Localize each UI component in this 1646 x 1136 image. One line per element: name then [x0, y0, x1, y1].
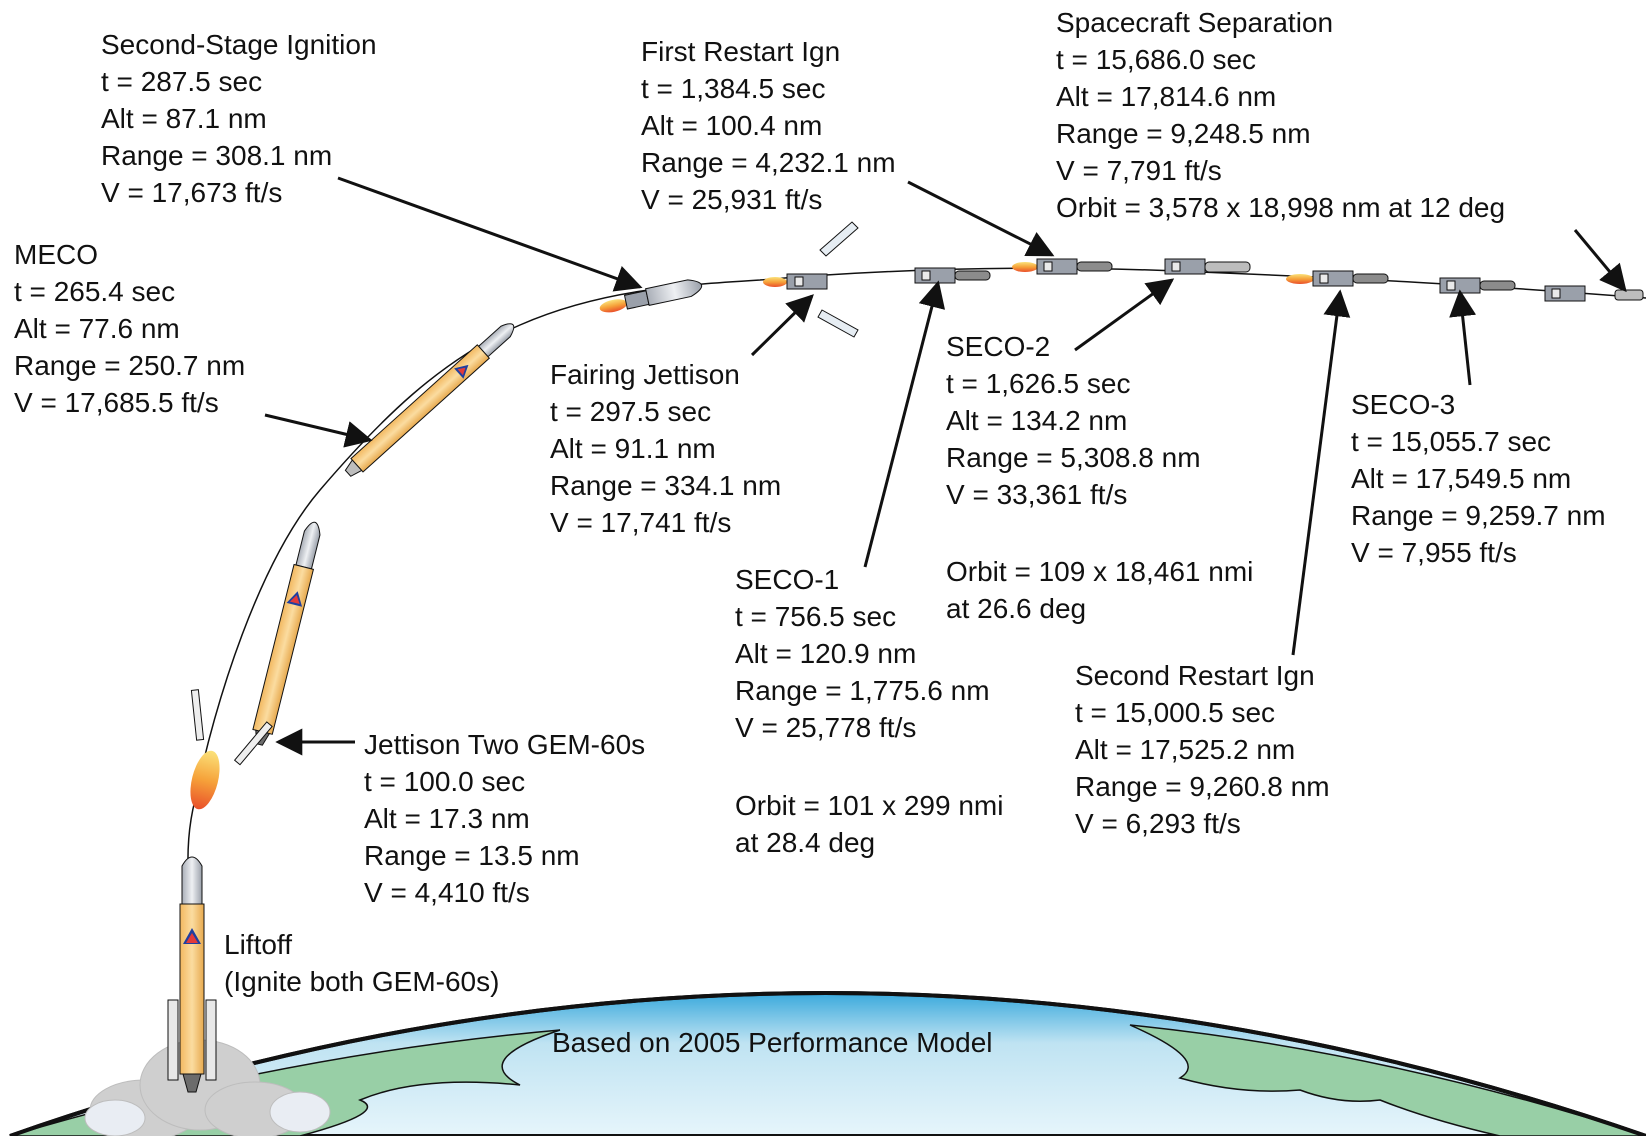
- event-velocity: V = 7,791 ft/s: [1056, 155, 1222, 186]
- event-range: Range = 4,232.1 nm: [641, 147, 896, 178]
- event-title: Spacecraft Separation: [1056, 7, 1334, 38]
- event-title: Jettison Two GEM-60s: [364, 729, 646, 760]
- arrow-first-restart: [907, 180, 1055, 257]
- event-second-stage-ignition: Second-Stage Ignition t = 287.5 sec Alt …: [101, 26, 377, 211]
- event-velocity: V = 7,955 ft/s: [1351, 537, 1517, 568]
- event-seco-1: SECO-1 t = 756.5 sec Alt = 120.9 nm Rang…: [735, 561, 990, 746]
- event-velocity: V = 17,741 ft/s: [550, 507, 732, 538]
- event-spacecraft-separation: Spacecraft Separation t = 15,686.0 sec A…: [1056, 4, 1505, 226]
- vehicle-second-stage: [599, 279, 703, 313]
- event-subtitle: (Ignite both GEM-60s): [224, 966, 500, 997]
- event-range: Range = 250.7 nm: [14, 350, 246, 381]
- event-range: Range = 13.5 nm: [364, 840, 580, 871]
- vehicle-seco-2: [1164, 258, 1251, 275]
- orbit-line: Orbit = 109 x 18,461 nmi: [946, 556, 1254, 587]
- arrow-seco-1: [863, 280, 946, 568]
- event-altitude: Alt = 17.3 nm: [364, 803, 530, 834]
- event-jettison-gem: Jettison Two GEM-60s t = 100.0 sec Alt =…: [364, 726, 645, 911]
- arrow-second-restart: [1291, 289, 1351, 656]
- event-velocity: V = 17,673 ft/s: [101, 177, 283, 208]
- event-seco-2: SECO-2 t = 1,626.5 sec Alt = 134.2 nm Ra…: [946, 328, 1201, 513]
- event-altitude: Alt = 100.4 nm: [641, 110, 823, 141]
- event-title: Liftoff: [224, 929, 292, 960]
- vehicle-second-restart: [1286, 270, 1389, 287]
- arrow-spacecraft-separation: [1573, 229, 1627, 293]
- flight-path: [187, 267, 1646, 901]
- event-title: SECO-2: [946, 331, 1051, 362]
- event-velocity: V = 6,293 ft/s: [1075, 808, 1241, 839]
- vehicle-seco-3: [1439, 277, 1516, 294]
- event-altitude: Alt = 17,525.2 nm: [1075, 734, 1296, 765]
- arrow-seco-2: [1074, 278, 1175, 352]
- event-velocity: V = 25,931 ft/s: [641, 184, 823, 215]
- event-time: t = 287.5 sec: [101, 66, 263, 97]
- vehicle-first-restart: [1012, 258, 1113, 275]
- event-title: Fairing Jettison: [550, 359, 740, 390]
- orbit-inclination: at 28.4 deg: [735, 827, 876, 858]
- vehicle-liftoff: [167, 856, 217, 1093]
- event-title: SECO-1: [735, 564, 840, 595]
- event-altitude: Alt = 77.6 nm: [14, 313, 180, 344]
- event-velocity: V = 33,361 ft/s: [946, 479, 1128, 510]
- event-velocity: V = 25,778 ft/s: [735, 712, 917, 743]
- event-time: t = 15,000.5 sec: [1075, 697, 1276, 728]
- gem-60-booster-right: [233, 721, 273, 766]
- event-altitude: Alt = 87.1 nm: [101, 103, 267, 134]
- vehicle-fairing-jettison: [763, 221, 859, 338]
- event-title: SECO-3: [1351, 389, 1456, 420]
- vehicle-gem-jettison: [252, 521, 321, 746]
- event-title: MECO: [14, 239, 98, 270]
- arrow-second-stage: [337, 176, 643, 292]
- event-time: t = 1,384.5 sec: [641, 73, 826, 104]
- event-velocity: V = 4,410 ft/s: [364, 877, 530, 908]
- event-altitude: Alt = 120.9 nm: [735, 638, 917, 669]
- arrow-fairing: [750, 294, 814, 357]
- event-title: Second Restart Ign: [1075, 660, 1315, 691]
- orbit-note-seco-1: Orbit = 101 x 299 nmi at 28.4 deg: [735, 787, 1003, 861]
- gem-60-booster-left: [190, 689, 205, 741]
- callout-arrows: [264, 176, 1627, 756]
- performance-model-note: Based on 2005 Performance Model: [552, 1027, 993, 1058]
- ocean-rim: [9, 991, 1646, 1136]
- event-second-restart: Second Restart Ign t = 15,000.5 sec Alt …: [1075, 657, 1330, 842]
- vehicle-spacecraft-separation: [1544, 285, 1644, 302]
- event-time: t = 297.5 sec: [550, 396, 712, 427]
- arrow-meco: [264, 413, 373, 448]
- land-right: [1129, 1024, 1646, 1136]
- event-liftoff: Liftoff (Ignite both GEM-60s): [224, 926, 499, 1000]
- event-range: Range = 9,259.7 nm: [1351, 500, 1606, 531]
- orbit-note-seco-2: Orbit = 109 x 18,461 nmi at 26.6 deg: [946, 553, 1253, 627]
- event-seco-3: SECO-3 t = 15,055.7 sec Alt = 17,549.5 n…: [1351, 386, 1606, 571]
- event-altitude: Alt = 91.1 nm: [550, 433, 716, 464]
- event-time: t = 15,055.7 sec: [1351, 426, 1552, 457]
- event-altitude: Alt = 134.2 nm: [946, 405, 1128, 436]
- orbit-inclination: at 26.6 deg: [946, 593, 1087, 624]
- event-time: t = 1,626.5 sec: [946, 368, 1131, 399]
- event-meco: MECO t = 265.4 sec Alt = 77.6 nm Range =…: [14, 236, 245, 421]
- event-range: Range = 1,775.6 nm: [735, 675, 990, 706]
- event-first-restart: First Restart Ign t = 1,384.5 sec Alt = …: [641, 33, 896, 218]
- event-fairing-jettison: Fairing Jettison t = 297.5 sec Alt = 91.…: [550, 356, 781, 541]
- event-altitude: Alt = 17,814.6 nm: [1056, 81, 1277, 112]
- event-range: Range = 308.1 nm: [101, 140, 333, 171]
- orbit-line: Orbit = 101 x 299 nmi: [735, 790, 1004, 821]
- event-velocity: V = 17,685.5 ft/s: [14, 387, 219, 418]
- event-time: t = 265.4 sec: [14, 276, 176, 307]
- event-range: Range = 9,248.5 nm: [1056, 118, 1311, 149]
- event-time: t = 15,686.0 sec: [1056, 44, 1257, 75]
- event-altitude: Alt = 17,549.5 nm: [1351, 463, 1572, 494]
- event-range: Range = 9,260.8 nm: [1075, 771, 1330, 802]
- arrow-seco-3: [1449, 289, 1477, 386]
- vehicle-meco: [344, 323, 515, 477]
- event-title: First Restart Ign: [641, 36, 841, 67]
- event-time: t = 100.0 sec: [364, 766, 526, 797]
- event-time: t = 756.5 sec: [735, 601, 897, 632]
- event-range: Range = 334.1 nm: [550, 470, 782, 501]
- vehicle-coast-1: [914, 267, 991, 284]
- gem-flame: [190, 750, 220, 810]
- event-orbit: Orbit = 3,578 x 18,998 nm at 12 deg: [1056, 192, 1506, 223]
- event-title: Second-Stage Ignition: [101, 29, 377, 60]
- event-range: Range = 5,308.8 nm: [946, 442, 1201, 473]
